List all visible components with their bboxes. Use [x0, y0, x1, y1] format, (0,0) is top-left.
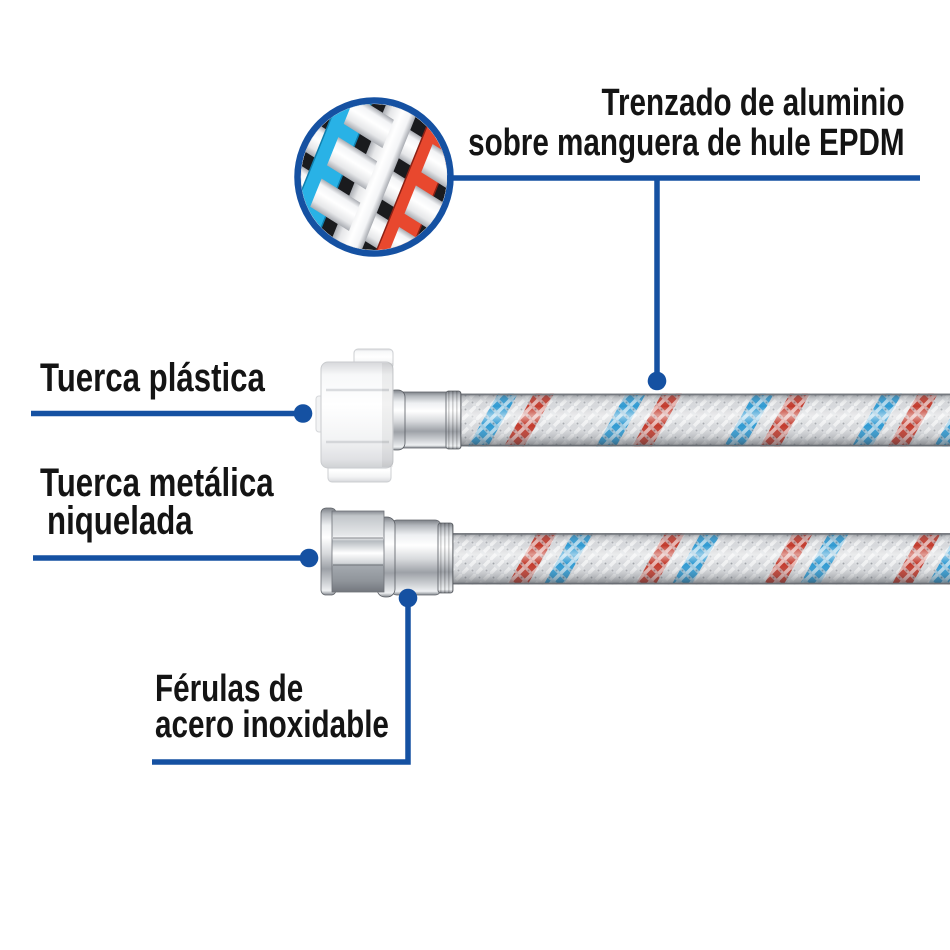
ferrule-top	[387, 389, 462, 451]
callout-braid-line2: sobre manguera de hule EPDM	[468, 122, 905, 164]
callout-plastic-nut-label: Tuerca plástica	[40, 356, 265, 400]
hose-bottom	[320, 507, 950, 598]
magnifier-interweave	[301, 104, 447, 250]
callout-metal-nut-label: Tuerca metálica niquelada	[40, 461, 274, 543]
callout-braid-line1: Trenzado de aluminio	[601, 82, 905, 124]
hose-top	[315, 348, 950, 483]
callout-dot-metal-nut	[299, 548, 319, 568]
metal-nut	[320, 507, 385, 596]
callout-braid-label: Trenzado de aluminio sobre manguera de h…	[469, 83, 905, 163]
callout-dot-plastic-nut	[293, 404, 313, 423]
plastic-nut	[315, 348, 394, 483]
callout-lines	[31, 175, 920, 765]
ferrule-bottom	[376, 516, 454, 598]
callout-ferrules-label: Férulas de acero inoxidable	[155, 668, 389, 746]
callout-dot-braid	[647, 371, 667, 391]
callout-dot-ferrules	[398, 588, 418, 608]
callout-line-ferrules	[152, 600, 411, 765]
